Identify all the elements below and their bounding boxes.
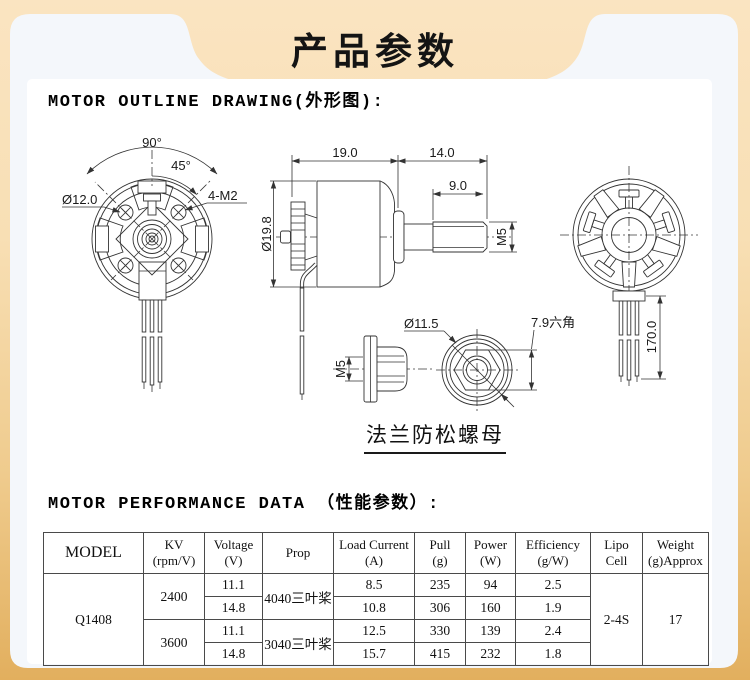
cell-power: 232: [465, 642, 516, 666]
cell-load: 8.5: [333, 573, 415, 597]
dim-nut-diameter: Ø11.5: [404, 316, 438, 331]
cell-load: 15.7: [333, 642, 415, 666]
table-row: Q1408 2400 11.1 4040三叶桨 8.5 235 94 2.5 2…: [43, 573, 709, 666]
dim-body-diameter: Ø19.8: [259, 216, 274, 251]
side-view-drawing: 19.0 14.0 9.0 Ø19.8 M5: [259, 145, 517, 400]
cell-load: 12.5: [333, 619, 415, 643]
cell-voltage: 14.8: [204, 642, 263, 666]
col-header-weight: Weight(g)Approx: [642, 532, 709, 574]
col-header-load-current: Load Current(A): [333, 532, 415, 574]
table-row: 3600 11.1 3040三叶桨 12.5 330 139 2.4: [44, 619, 709, 666]
col-header-model: MODEL: [43, 532, 144, 574]
page-title: 产品参数: [291, 31, 459, 72]
dim-angle-90: 90°: [142, 135, 162, 150]
dim-thread-length: 9.0: [449, 178, 467, 193]
dim-shaft-length: 14.0: [429, 145, 454, 160]
dim-body-length: 19.0: [332, 145, 357, 160]
dim-nut-thread: M5: [333, 360, 348, 378]
dim-nut-hex: 7.9六角: [531, 315, 575, 330]
performance-table: MODEL KV(rpm/V) Voltage(V) Prop Load Cur…: [43, 532, 709, 666]
nut-side-drawing: M5: [333, 335, 432, 403]
cell-model: Q1408: [43, 573, 144, 666]
col-header-prop: Prop: [262, 532, 334, 574]
cell-pull: 235: [414, 573, 466, 597]
cell-efficiency: 1.8: [515, 642, 591, 666]
col-header-kv: KV(rpm/V): [143, 532, 205, 574]
dim-shaft-thread: M5: [494, 228, 509, 246]
performance-table-container: MODEL KV(rpm/V) Voltage(V) Prop Load Cur…: [43, 532, 709, 666]
cell-kv: 3600: [143, 619, 205, 666]
cell-power: 139: [465, 619, 516, 643]
col-header-efficiency: Efficiency(g/W): [515, 532, 591, 574]
col-header-power: Power(W): [465, 532, 516, 574]
dim-wire-length: 170.0: [644, 321, 659, 354]
table-row: 14.8 15.7 415 232 1.8: [44, 642, 709, 666]
cell-pull: 330: [414, 619, 466, 643]
back-view-drawing: 170.0: [560, 166, 698, 386]
cell-efficiency: 2.4: [515, 619, 591, 643]
dim-screws: 4-M2: [208, 188, 238, 203]
outline-section-title: MOTOR OUTLINE DRAWING(外形图):: [48, 93, 385, 112]
performance-section-title: MOTOR PERFORMANCE DATA （性能参数）:: [48, 495, 440, 514]
cell-power: 160: [465, 596, 516, 620]
table-header-row: MODEL KV(rpm/V) Voltage(V) Prop Load Cur…: [43, 532, 709, 574]
cell-voltage: 11.1: [204, 573, 263, 597]
nut-front-drawing: Ø11.5 7.9六角: [404, 315, 575, 411]
table-row: 14.8 10.8 306 160 1.9: [44, 596, 709, 620]
cell-pull: 306: [414, 596, 466, 620]
cell-lipo-cell: 2-4S: [590, 573, 643, 666]
cell-efficiency: 1.9: [515, 596, 591, 620]
nut-caption: 法兰防松螺母: [364, 419, 506, 454]
cell-prop: 4040三叶桨: [262, 573, 334, 620]
cell-voltage: 11.1: [204, 619, 263, 643]
front-view-drawing: 90° 45° Ø12.0 4-M2: [62, 135, 247, 392]
cell-weight: 17: [642, 573, 709, 666]
cell-load: 10.8: [333, 596, 415, 620]
col-header-voltage: Voltage(V): [204, 532, 263, 574]
cell-efficiency: 2.5: [515, 573, 591, 597]
col-header-pull: Pull(g): [414, 532, 466, 574]
cell-pull: 415: [414, 642, 466, 666]
cell-power: 94: [465, 573, 516, 597]
dim-angle-45: 45°: [171, 158, 191, 173]
dim-bolt-circle: Ø12.0: [62, 192, 97, 207]
cell-voltage: 14.8: [204, 596, 263, 620]
cell-prop: 3040三叶桨: [262, 619, 334, 666]
cell-kv: 2400: [143, 573, 205, 620]
